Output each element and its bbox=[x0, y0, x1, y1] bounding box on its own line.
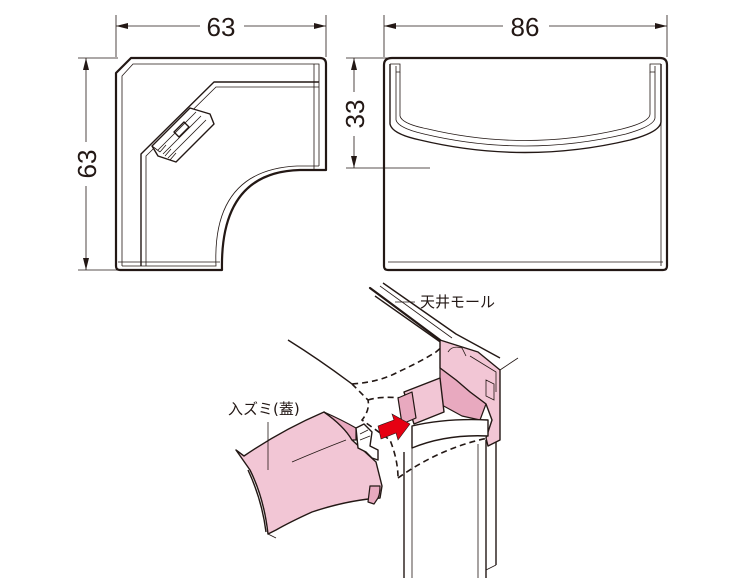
side-height-value: 33 bbox=[340, 100, 370, 129]
side-height-dimension: 33 bbox=[338, 58, 370, 168]
side-width-value: 86 bbox=[511, 12, 540, 42]
side-width-dimension: 86 bbox=[384, 10, 667, 42]
front-view-outline bbox=[114, 56, 328, 272]
side-view-outline bbox=[382, 56, 669, 272]
front-clip-detail bbox=[151, 107, 215, 163]
front-height-dimension: 63 bbox=[70, 58, 102, 270]
front-width-value: 63 bbox=[207, 12, 236, 42]
insertion-arrow bbox=[377, 413, 411, 441]
assembly-illustration: 天井モール bbox=[228, 282, 519, 578]
front-width-dimension: 63 bbox=[116, 10, 326, 42]
side-view: 86 33 bbox=[338, 10, 669, 272]
front-view: 63 63 bbox=[70, 10, 328, 272]
front-height-value: 63 bbox=[72, 150, 102, 179]
ceiling-molding-label: 天井モール bbox=[420, 293, 495, 311]
inside-corner-cover-part bbox=[235, 411, 383, 539]
inside-corner-cover-label: 入ズミ(蓋) bbox=[228, 400, 300, 418]
